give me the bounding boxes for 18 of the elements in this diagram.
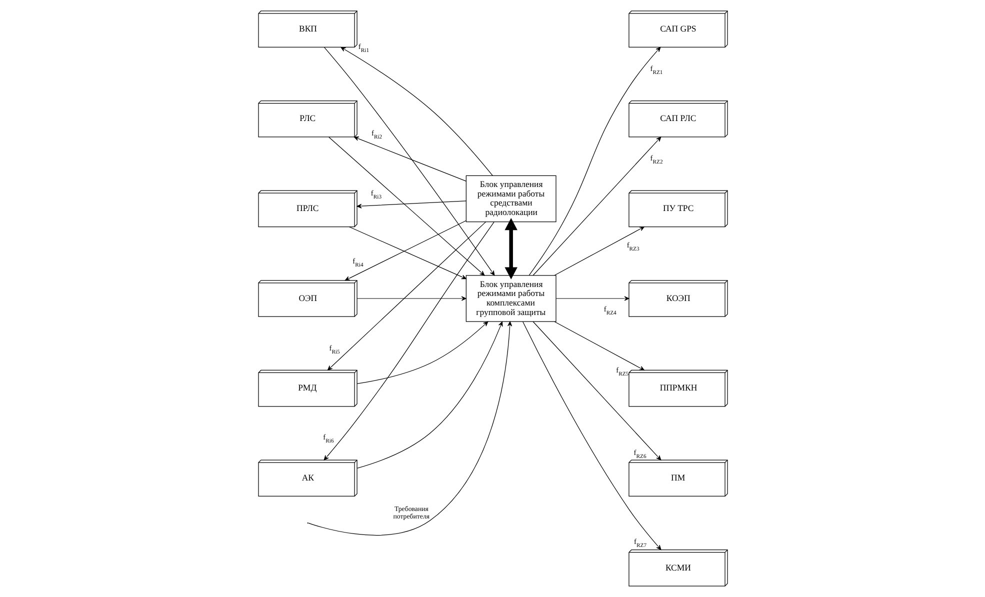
arrow: [554, 226, 644, 276]
arrow: [340, 46, 492, 176]
arrow: [532, 321, 661, 460]
arrow: [356, 296, 466, 301]
arrow: [554, 321, 644, 371]
arrow: [308, 326, 510, 536]
arrow: [353, 136, 466, 182]
arrow: [328, 136, 484, 276]
arrow: [522, 321, 661, 550]
arrow: [504, 218, 517, 280]
arrow: [356, 321, 502, 468]
arrow: [323, 47, 494, 276]
node-box: Блок управления режимами работы комплексами групповой защиты: [465, 275, 556, 322]
arrow: [555, 296, 629, 301]
arrow: [528, 46, 660, 276]
arrow: [356, 200, 466, 208]
arrow: [356, 321, 488, 384]
node-box: Блок управления режимами работы средствами радиолокации: [465, 175, 556, 222]
